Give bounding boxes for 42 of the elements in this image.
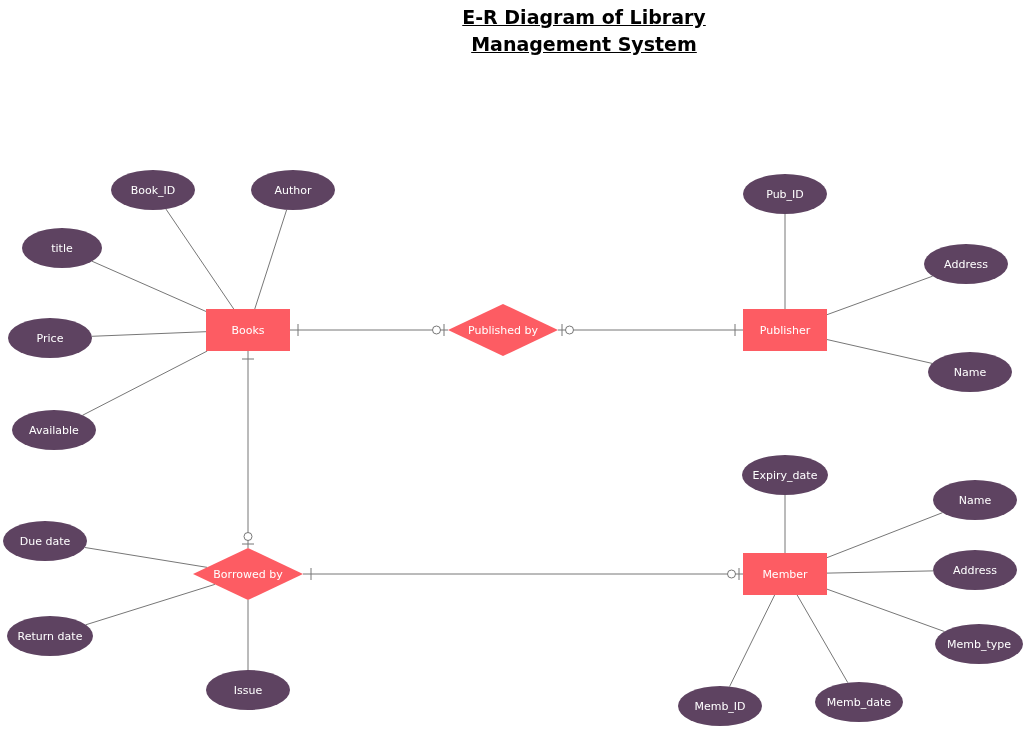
relationship-line <box>241 350 255 549</box>
entity-box: Member <box>743 553 827 595</box>
attribute-ellipse: Name <box>928 352 1012 392</box>
attribute-line <box>91 331 207 337</box>
attribute-ellipse: Available <box>12 410 96 450</box>
attribute-ellipse: Book_ID <box>111 170 195 210</box>
relationship-line <box>557 323 744 337</box>
attribute-line <box>784 494 786 554</box>
attribute-line <box>826 339 933 364</box>
attribute-line <box>826 512 943 559</box>
attribute-line <box>826 588 946 633</box>
attribute-ellipse: Issue <box>206 670 290 710</box>
attribute-ellipse: Memb_date <box>815 682 903 722</box>
attribute-ellipse: Return date <box>7 616 93 656</box>
attribute-ellipse: Expiry_date <box>742 455 828 495</box>
attribute-line <box>826 275 934 316</box>
relationship-line <box>302 567 744 581</box>
attribute-line <box>84 546 208 568</box>
attribute-line <box>729 594 776 688</box>
attribute-line <box>85 583 216 626</box>
attribute-line <box>796 594 849 684</box>
attribute-line <box>826 570 934 574</box>
attribute-ellipse: title <box>22 228 102 268</box>
attribute-ellipse: Price <box>8 318 92 358</box>
attribute-ellipse: Due date <box>3 521 87 561</box>
attribute-ellipse: Memb_type <box>935 624 1023 664</box>
attribute-line <box>254 209 288 310</box>
entity-box: Books <box>206 309 290 351</box>
attribute-line <box>165 208 235 310</box>
attribute-line <box>91 260 207 312</box>
attribute-ellipse: Memb_ID <box>678 686 762 726</box>
entity-box: Publisher <box>743 309 827 351</box>
attribute-ellipse: Name <box>933 480 1017 520</box>
attribute-ellipse: Author <box>251 170 335 210</box>
attribute-line <box>784 213 786 310</box>
attribute-ellipse: Address <box>933 550 1017 590</box>
attribute-line <box>82 350 208 416</box>
attribute-line <box>247 599 249 671</box>
relationship-line <box>289 323 449 337</box>
attribute-ellipse: Address <box>924 244 1008 284</box>
attribute-ellipse: Pub_ID <box>743 174 827 214</box>
diagram-title: E-R Diagram of Library Management System <box>461 5 707 57</box>
